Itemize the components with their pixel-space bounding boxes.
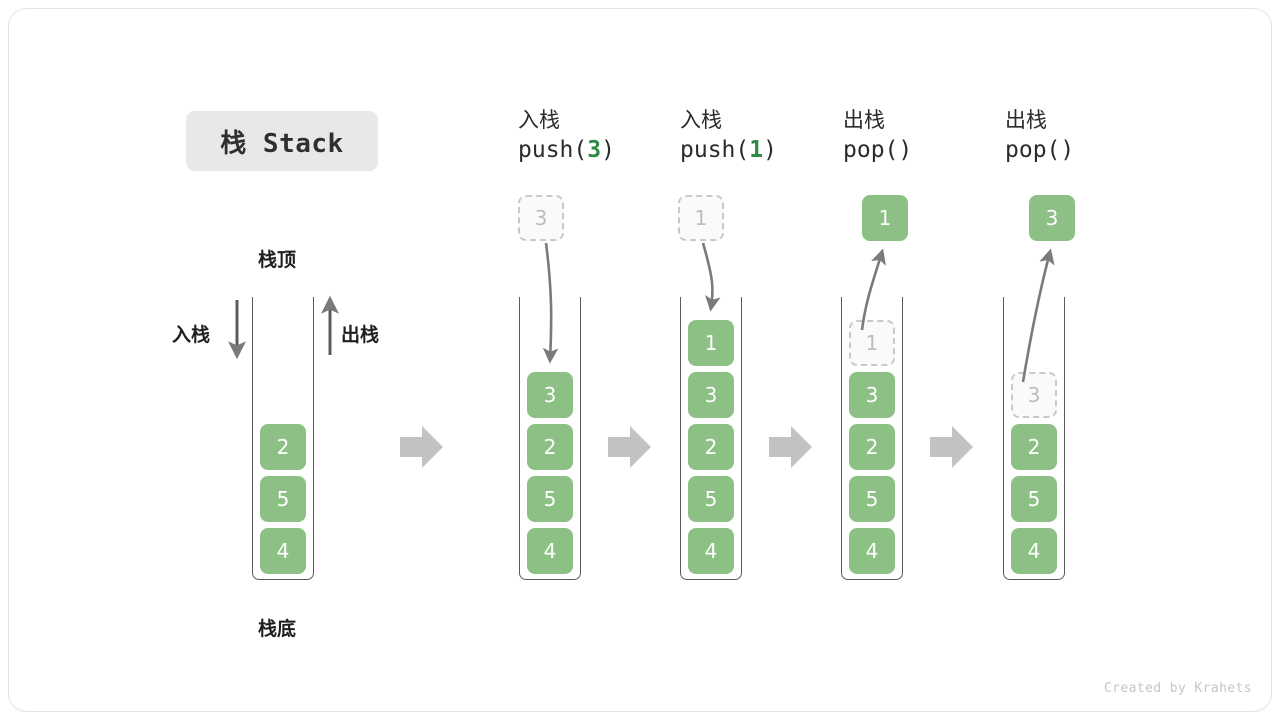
floating-cell-pop-3: 3 bbox=[1029, 195, 1075, 241]
pop-direction-label: 出栈 bbox=[341, 324, 380, 346]
stack-container-pop-1 bbox=[841, 297, 903, 580]
step-header-push-1: 入栈 push(1) bbox=[680, 106, 777, 166]
code-prefix: push( bbox=[518, 137, 588, 163]
step-op-code: pop() bbox=[1005, 134, 1074, 166]
stack-cell: 2 bbox=[849, 424, 895, 470]
stack-cell: 2 bbox=[260, 424, 306, 470]
stack-container-push-1 bbox=[680, 297, 742, 580]
floating-cell-push-1: 1 bbox=[678, 195, 724, 241]
step-header-pop-1: 出栈 pop() bbox=[843, 106, 912, 166]
title-chip: 栈 Stack bbox=[186, 111, 378, 171]
stack-cell: 5 bbox=[527, 476, 573, 522]
step-header-push-3: 入栈 push(3) bbox=[518, 106, 615, 166]
stack-container-pop-3 bbox=[1003, 297, 1065, 580]
stack-cell: 4 bbox=[849, 528, 895, 574]
stack-cell: 3 bbox=[688, 372, 734, 418]
step-op-code: push(1) bbox=[680, 134, 777, 166]
stack-cell: 1 bbox=[688, 320, 734, 366]
stack-cell: 3 bbox=[1011, 372, 1057, 418]
code-prefix: pop( bbox=[843, 137, 899, 163]
step-op-cn: 出栈 bbox=[1005, 108, 1047, 132]
step-op-code: push(3) bbox=[518, 134, 615, 166]
stack-container-push-3 bbox=[519, 297, 581, 580]
step-op-cn: 入栈 bbox=[680, 108, 722, 132]
stack-top-label: 栈顶 bbox=[258, 249, 297, 271]
step-op-cn: 入栈 bbox=[518, 108, 560, 132]
code-arg: 1 bbox=[749, 137, 764, 163]
stack-cell: 3 bbox=[527, 372, 573, 418]
code-suffix: ) bbox=[898, 137, 913, 163]
credit-text: Created by Krahets bbox=[1103, 681, 1252, 696]
stack-cell: 3 bbox=[849, 372, 895, 418]
code-suffix: ) bbox=[1060, 137, 1075, 163]
stack-cell: 4 bbox=[688, 528, 734, 574]
step-header-pop-3: 出栈 pop() bbox=[1005, 106, 1074, 166]
stack-cell: 5 bbox=[849, 476, 895, 522]
stack-cell: 4 bbox=[527, 528, 573, 574]
stack-bottom-label: 栈底 bbox=[258, 618, 297, 640]
stack-cell: 2 bbox=[1011, 424, 1057, 470]
code-suffix: ) bbox=[601, 137, 615, 163]
code-arg: 3 bbox=[587, 137, 602, 163]
code-prefix: push( bbox=[680, 137, 750, 163]
code-suffix: ) bbox=[763, 137, 777, 163]
step-op-code: pop() bbox=[843, 134, 912, 166]
stack-cell: 4 bbox=[1011, 528, 1057, 574]
floating-cell-pop-1: 1 bbox=[862, 195, 908, 241]
stack-cell: 4 bbox=[260, 528, 306, 574]
stack-cell: 1 bbox=[849, 320, 895, 366]
stack-cell: 5 bbox=[688, 476, 734, 522]
stack-cell: 2 bbox=[527, 424, 573, 470]
push-direction-label: 入栈 bbox=[172, 324, 211, 346]
code-prefix: pop( bbox=[1005, 137, 1061, 163]
stack-cell: 2 bbox=[688, 424, 734, 470]
stack-cell: 5 bbox=[260, 476, 306, 522]
step-op-cn: 出栈 bbox=[843, 108, 885, 132]
stack-cell: 5 bbox=[1011, 476, 1057, 522]
stack-container-initial bbox=[252, 297, 314, 580]
floating-cell-push-3: 3 bbox=[518, 195, 564, 241]
